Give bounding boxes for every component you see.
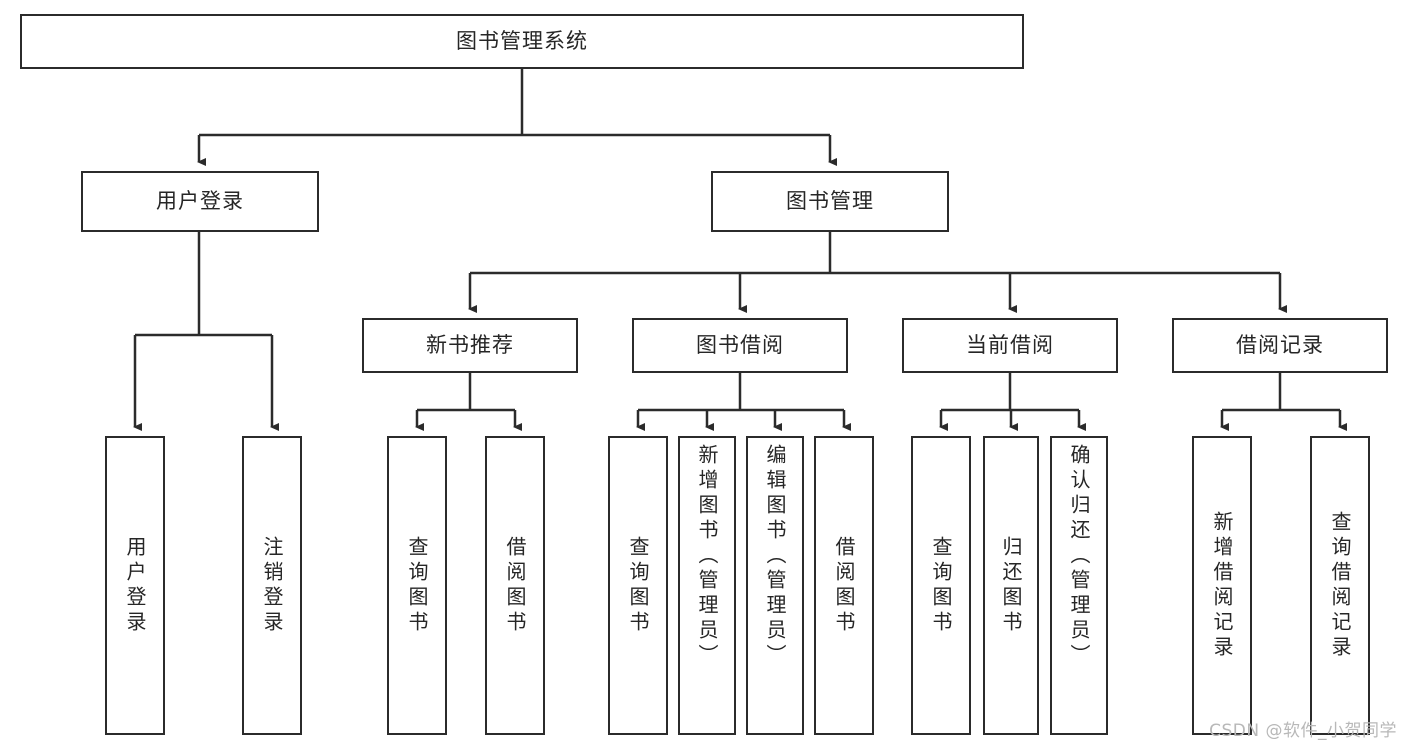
node-book-management[interactable]: 图书管理 [711,171,949,232]
node-book-borrow-label: 图书借阅 [696,332,784,357]
node-user-login[interactable]: 用户登录 [81,171,319,232]
node-current-borrow[interactable]: 当前借阅 [902,318,1118,373]
node-leaf-add-book[interactable]: 新增图书（管理员） [678,436,736,735]
node-leaf-borrow-book-label: 借阅图书 [832,535,856,636]
node-borrow-record-label: 借阅记录 [1236,332,1324,357]
node-borrow-record[interactable]: 借阅记录 [1172,318,1388,373]
node-leaf-return-book[interactable]: 归还图书 [983,436,1039,735]
node-leaf-query-book-cur-label: 查询图书 [929,535,953,636]
node-leaf-query-record[interactable]: 查询借阅记录 [1310,436,1370,735]
node-new-book-recommend-label: 新书推荐 [426,332,514,357]
node-leaf-borrow-book[interactable]: 借阅图书 [814,436,874,735]
node-leaf-borrow-book-rec-label: 借阅图书 [503,535,527,636]
node-root-label: 图书管理系统 [456,28,588,53]
node-leaf-user-login[interactable]: 用户登录 [105,436,165,735]
node-leaf-user-login-label: 用户登录 [123,535,147,636]
node-leaf-edit-book[interactable]: 编辑图书（管理员） [746,436,804,735]
node-user-login-label: 用户登录 [156,188,244,213]
node-leaf-confirm-return[interactable]: 确认归还（管理员） [1050,436,1108,735]
node-leaf-return-book-label: 归还图书 [999,535,1023,636]
node-leaf-query-book-cur[interactable]: 查询图书 [911,436,971,735]
node-leaf-confirm-return-label: 确认归还（管理员） [1067,444,1091,669]
node-leaf-add-book-label: 新增图书（管理员） [695,444,719,669]
node-leaf-query-book-rec-label: 查询图书 [405,535,429,636]
node-leaf-user-logout[interactable]: 注销登录 [242,436,302,735]
node-leaf-user-logout-label: 注销登录 [260,535,284,636]
node-leaf-add-record-label: 新增借阅记录 [1210,510,1234,661]
node-new-book-recommend[interactable]: 新书推荐 [362,318,578,373]
node-leaf-query-book-rec[interactable]: 查询图书 [387,436,447,735]
node-book-borrow[interactable]: 图书借阅 [632,318,848,373]
node-leaf-borrow-book-rec[interactable]: 借阅图书 [485,436,545,735]
node-leaf-edit-book-label: 编辑图书（管理员） [763,444,787,669]
node-leaf-add-record[interactable]: 新增借阅记录 [1192,436,1252,735]
node-leaf-query-record-label: 查询借阅记录 [1328,510,1352,661]
node-leaf-query-book-borrow-label: 查询图书 [626,535,650,636]
node-current-borrow-label: 当前借阅 [966,332,1054,357]
node-book-management-label: 图书管理 [786,188,874,213]
node-root[interactable]: 图书管理系统 [20,14,1024,69]
node-leaf-query-book-borrow[interactable]: 查询图书 [608,436,668,735]
